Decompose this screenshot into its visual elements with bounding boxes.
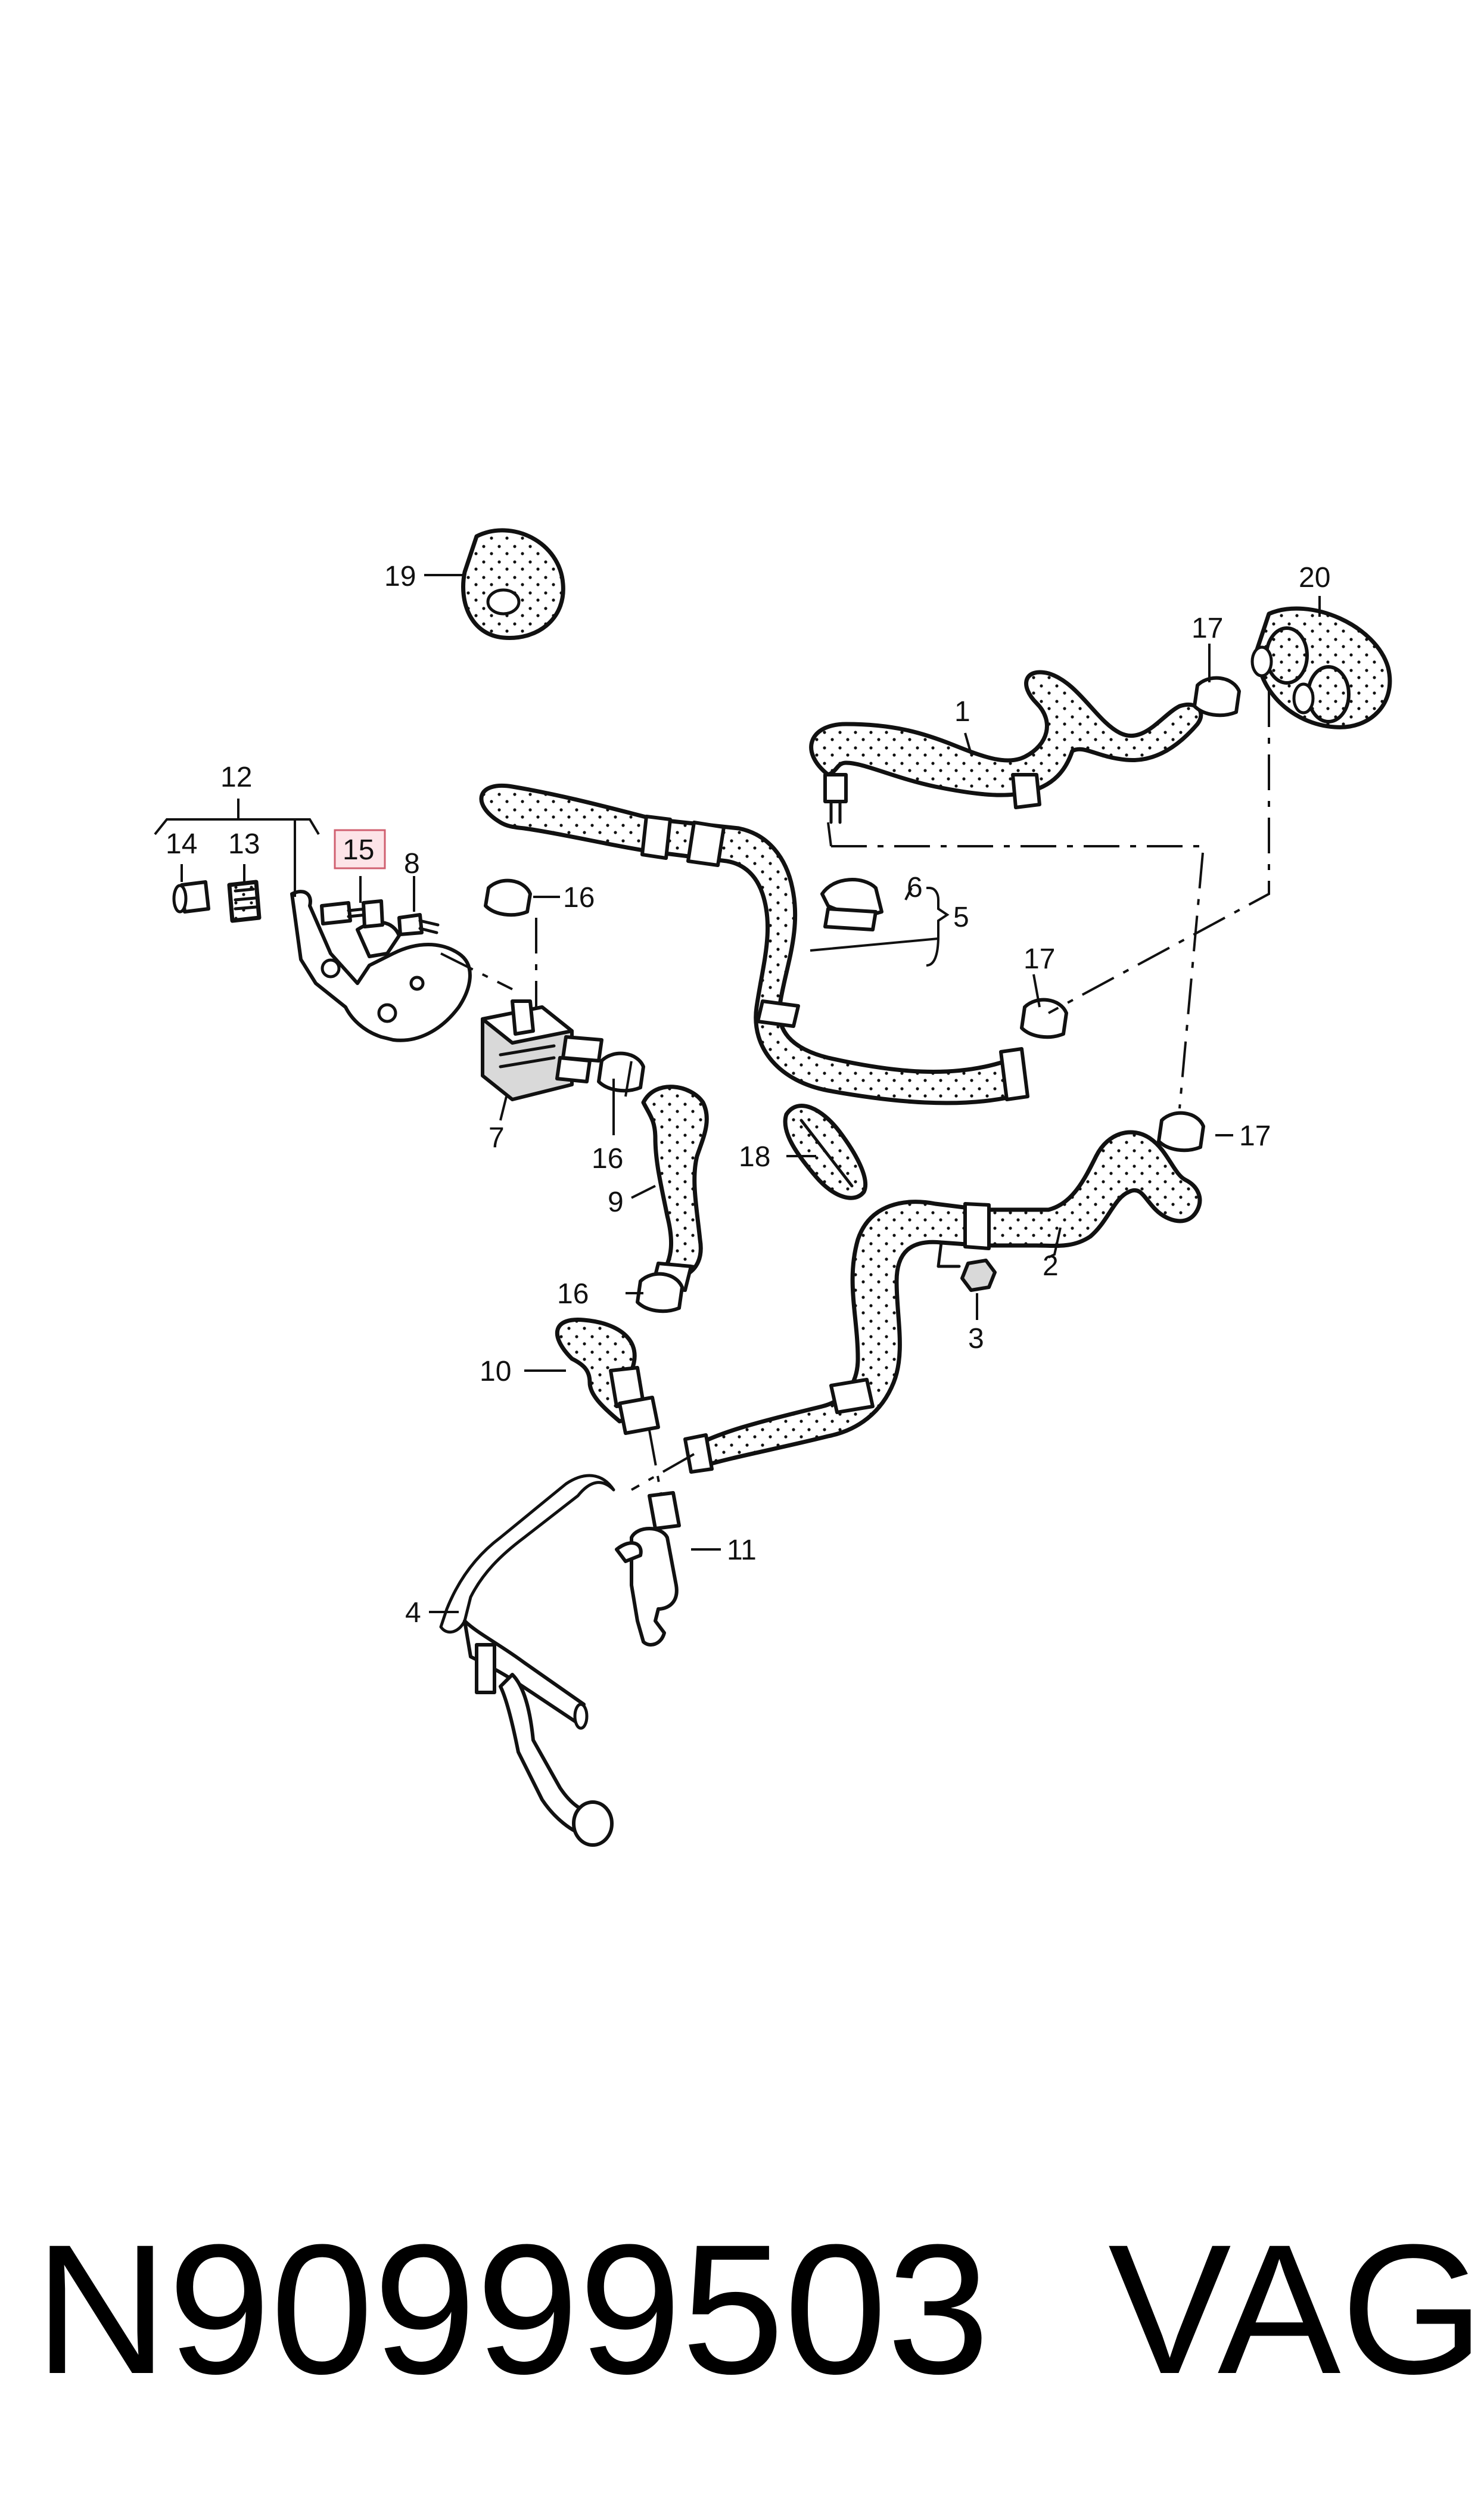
tube-4 [439,1474,615,1847]
hose-5-coupling [640,815,726,867]
hose-10-end [618,1396,660,1435]
callout-6: 6 [907,872,923,903]
callout-5: 5 [953,902,969,933]
callout-19: 19 [384,561,416,592]
callout-20: 20 [1299,562,1330,594]
clip-17a [1193,676,1241,718]
clip-16a [484,878,532,917]
clip-16c [636,1272,684,1313]
clip-16b [597,1051,645,1093]
hose-5-ring [756,999,800,1028]
clip-17b [1020,998,1068,1039]
callout-8: 8 [404,848,420,880]
strip-18 [783,1104,868,1200]
hose-1-stub [1011,773,1041,809]
callout-10: 10 [480,1356,511,1387]
hose-2-coupling [963,1202,991,1250]
grommet-19 [461,528,565,640]
callout-15-highlight [334,829,386,869]
sleeve-14 [172,880,210,914]
part-number: N90999503 [35,2206,990,2412]
callout-16a: 16 [563,882,595,914]
callout-16b: 16 [592,1143,623,1175]
brand-name: VAG [1108,2206,1484,2412]
hose-1-end [823,773,848,803]
connector-11 [615,1491,681,1647]
callout-11: 11 [727,1535,757,1566]
bracket-12 [290,890,472,1042]
clip-17c [1157,1111,1205,1153]
callout-17b: 17 [1023,943,1055,975]
callout-17c: 17 [1239,1120,1271,1152]
hose-2-end [683,1433,714,1474]
callout-15: 15 [343,834,374,866]
assembly-lines [440,691,1270,1496]
buffer-13 [227,880,262,923]
callout-1: 1 [954,696,970,728]
hose-1 [809,670,1203,797]
callout-4: 4 [405,1597,421,1629]
hose-9 [641,1085,709,1278]
callout-13: 13 [228,828,260,860]
callout-14: 14 [166,828,197,860]
hose-5-end [999,1047,1029,1101]
callout-16c: 16 [557,1278,589,1310]
leader-lines [154,574,1321,1613]
callout-7: 7 [489,1122,505,1154]
hose-2 [689,1130,1202,1468]
callout-17a: 17 [1191,613,1223,644]
callout-12: 12 [220,762,252,793]
hose-2-ring [829,1378,875,1414]
callout-3: 3 [968,1323,984,1355]
screw-15 [320,899,384,928]
callout-9: 9 [608,1186,624,1218]
callout-labels: 19 20 17 1 6 5 17 17 18 2 3 16 16 16 7 9… [166,561,1330,1629]
pump-7 [481,999,603,1101]
grommet-20 [1250,606,1392,729]
callout-18: 18 [739,1141,770,1173]
parts-diagram: 19 20 17 1 6 5 17 17 18 2 3 16 16 16 7 9… [154,528,1392,1847]
clip-6 [820,878,883,931]
nut-3 [937,1241,997,1292]
screw-8 [397,913,440,936]
callout-2: 2 [1043,1250,1059,1282]
